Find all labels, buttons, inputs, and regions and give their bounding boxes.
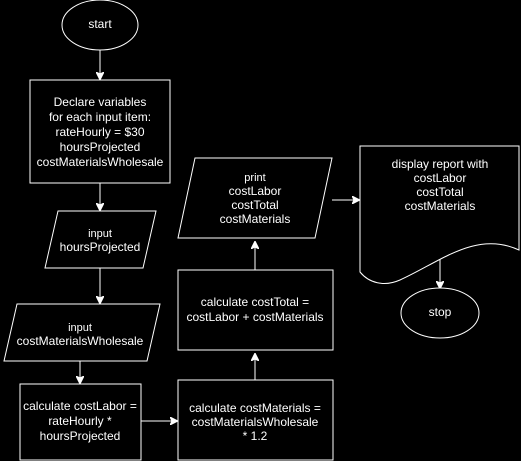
print-line-1: costLabor — [229, 184, 282, 198]
report-line-2: costLabor — [414, 171, 467, 185]
calc-total-line-2: costLabor + costMaterials — [186, 310, 323, 324]
declare-line-1: Declare variables — [54, 95, 147, 109]
calculate-cost-labor-box: calculate costLabor = rateHourly * hours… — [19, 383, 142, 461]
calc-materials-line-2: costMaterialsWholesale — [192, 415, 319, 429]
stop-terminator: stop — [400, 287, 480, 339]
declare-line-2: for each input item: — [49, 110, 151, 124]
start-terminator: start — [61, 0, 139, 51]
report-line-3: costTotal — [416, 185, 463, 199]
input-hours-value: hoursProjected — [60, 240, 141, 254]
input-hours-projected: input hoursProjected — [44, 210, 157, 269]
calc-labor-line-1: calculate costLabor = — [23, 399, 137, 413]
print-line-2: costTotal — [231, 198, 278, 212]
report-line-4: costMaterials — [405, 199, 476, 213]
start-label: start — [88, 17, 112, 31]
print-keyword: print — [244, 172, 265, 184]
print-output: print costLabor costTotal costMaterials — [177, 157, 333, 239]
calculate-cost-materials-box: calculate costMaterials = costMaterialsW… — [177, 379, 334, 461]
calc-labor-line-2: rateHourly * — [48, 414, 112, 428]
input-materials-value: costMaterialsWholesale — [17, 334, 144, 348]
print-line-3: costMaterials — [220, 212, 291, 226]
declare-variables-box: Declare variables for each input item: r… — [29, 79, 171, 184]
calculate-cost-total-box: calculate costTotal = costLabor + costMa… — [177, 269, 334, 351]
declare-line-5: costMaterialsWholesale — [37, 155, 164, 169]
display-report-document: display report with costLabor costTotal … — [359, 145, 520, 284]
calc-materials-line-1: calculate costMaterials = — [189, 401, 321, 415]
calc-total-line-1: calculate costTotal = — [201, 295, 309, 309]
declare-line-4: hoursProjected — [60, 140, 141, 154]
input-materials-keyword: input — [68, 322, 92, 334]
report-line-1: display report with — [392, 157, 489, 171]
stop-label: stop — [429, 305, 452, 319]
declare-line-3: rateHourly = $30 — [55, 125, 144, 139]
calc-materials-line-3: * 1.2 — [243, 429, 268, 443]
connectors — [80, 50, 440, 421]
input-hours-keyword: input — [88, 228, 112, 240]
calc-labor-line-3: hoursProjected — [40, 429, 121, 443]
input-cost-materials-wholesale: input costMaterialsWholesale — [3, 303, 161, 362]
